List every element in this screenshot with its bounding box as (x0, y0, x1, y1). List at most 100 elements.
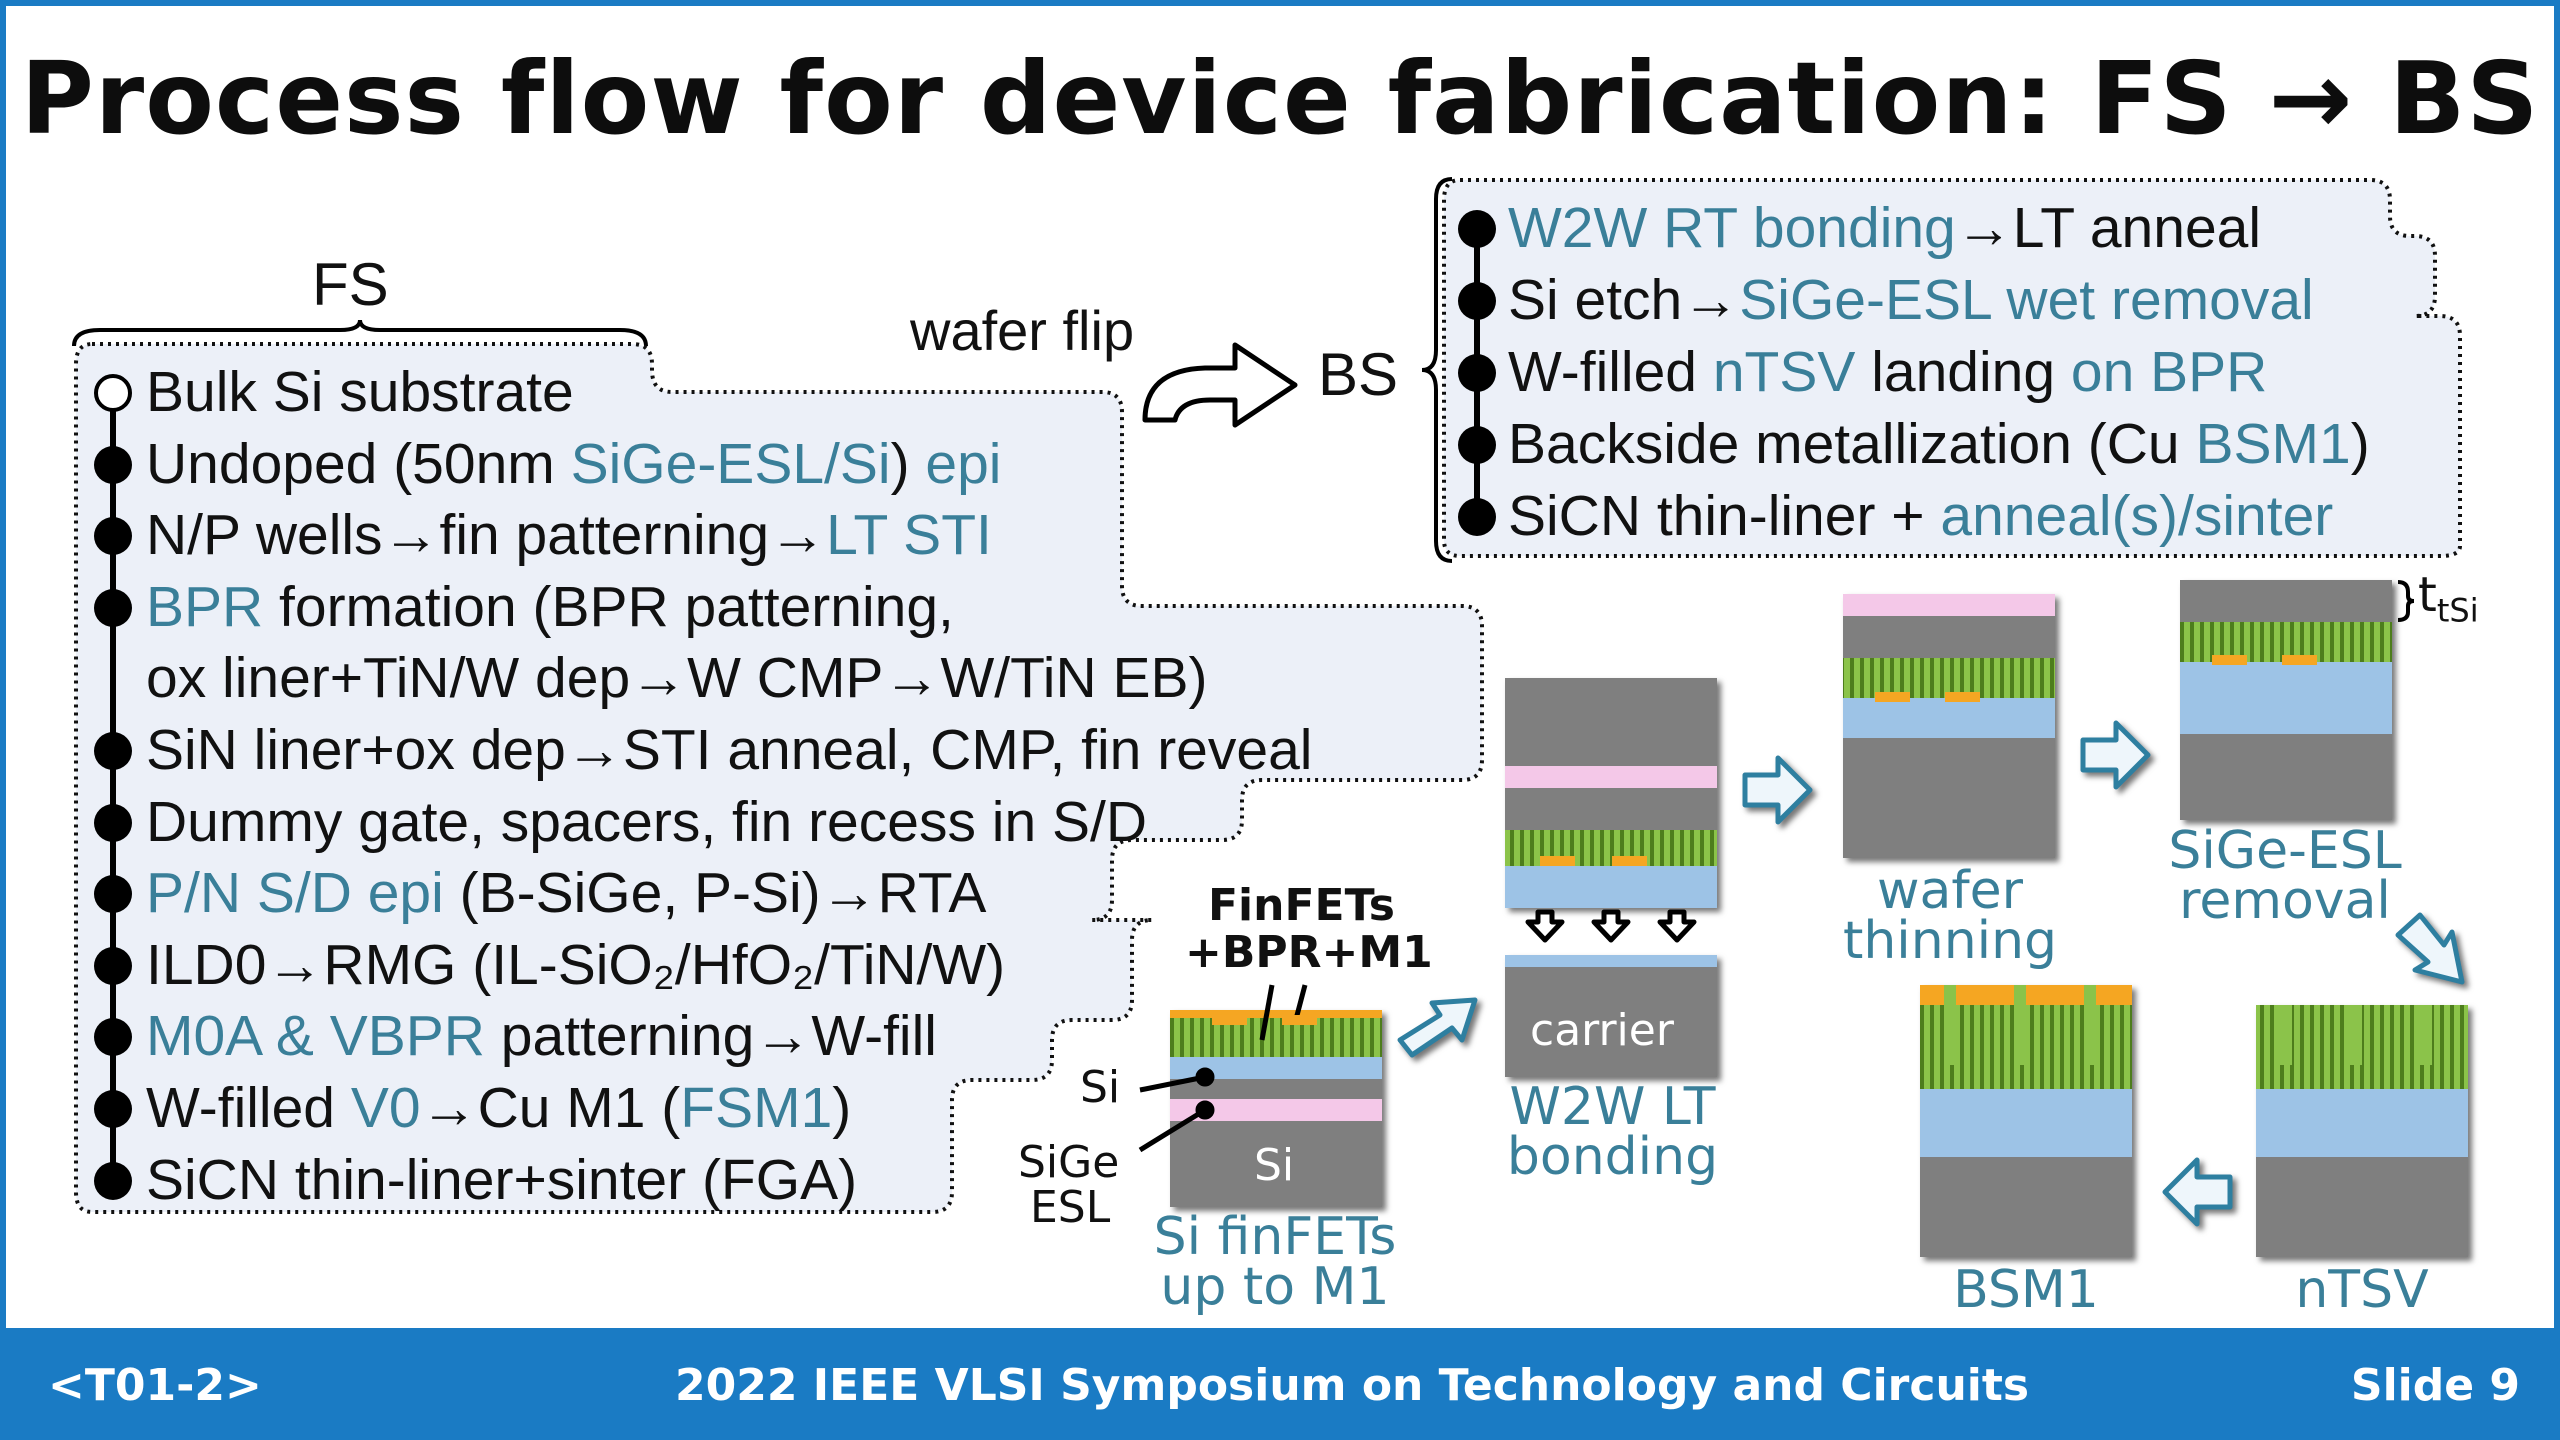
fs-bullet-icon (94, 1161, 132, 1200)
cu-pad (2212, 655, 2247, 665)
bs-step: Si etch→SiGe-ESL wet removal (1508, 270, 2314, 330)
fs-bullet-icon (94, 517, 132, 556)
slide-title: Process flow for device fabrication: FS … (20, 40, 2540, 157)
stack-ntsv (2256, 1005, 2468, 1257)
arrow-1-icon (1397, 997, 1478, 1058)
wafer-flip-label: wafer flip (910, 299, 1135, 362)
fs-step: SiN liner+ox dep→STI anneal, CMP, fin re… (146, 720, 1312, 780)
bs-step: W-filled nTSV landing on BPR (1508, 342, 2267, 402)
fs-step: Bulk Si substrate (146, 362, 574, 422)
bs-step-text: W2W RT bonding (1508, 196, 1956, 260)
bs-step-text: nTSV (1712, 340, 1856, 404)
fs-step-text: N/P wells→fin patterning→ (146, 503, 827, 568)
fs-step: ox liner+TiN/W dep→W CMP→W/TiN EB) (146, 648, 1207, 708)
down-arrow-icon (1657, 909, 1697, 943)
fs-bullet-icon (94, 946, 132, 985)
esl-pointer-label: ESL (1030, 1182, 1111, 1233)
cu-pad (1212, 1015, 1247, 1025)
fs-brace (72, 319, 648, 347)
bs-bullet-icon (1458, 282, 1496, 320)
fs-step-text: patterning→W-fill (484, 1004, 937, 1069)
bs-step-text: SiGe-ESL wet removal (1739, 268, 2314, 332)
caption-bsm1: BSM1 (1953, 1260, 2099, 1320)
fs-step-text: Undoped (50nm (146, 431, 571, 496)
cu-pad (1540, 856, 1575, 866)
bs-step-text: on BPR (2070, 340, 2268, 404)
stack-esl (2180, 580, 2392, 820)
fs-step-text: formation (BPR patterning, (263, 574, 954, 639)
fs-bullet-icon (94, 732, 132, 770)
fs-timeline (110, 395, 116, 1170)
cu-pad (2282, 655, 2317, 665)
fs-box (74, 342, 1484, 1214)
arrow-5-icon (2162, 1157, 2233, 1227)
caption-ntsv: nTSV (2295, 1260, 2429, 1320)
tsv-post (2350, 1005, 2362, 1065)
bs-bullet-icon (1458, 210, 1496, 248)
fs-step-text: SiGe-ESL/Si (570, 431, 891, 496)
fs-step-text: FSM1 (680, 1076, 833, 1140)
fs-step: P/N S/D epi (B-SiGe, P-Si)→RTA (146, 863, 986, 923)
bs-header: BS (1318, 341, 1399, 408)
fs-step-text: LT STI (826, 503, 992, 568)
bs-step-text: landing (1855, 340, 2071, 404)
cu-pad (1612, 856, 1647, 866)
bs-brace (1421, 177, 1453, 563)
ttsi-label: ttSi (2418, 567, 2479, 630)
fs-bullet-icon (94, 588, 132, 627)
bs-step-text: ) (2350, 412, 2370, 476)
fs-step: M0A & VBPR patterning→W-fill (146, 1006, 937, 1066)
tsv-post (2084, 985, 2096, 1065)
fs-step: BPR formation (BPR patterning, (146, 577, 954, 637)
cu-pad (1875, 692, 1910, 702)
fs-step-text: ox liner+TiN/W dep→W CMP→W/TiN EB) (146, 646, 1208, 711)
fs-step: SiCN thin-liner+sinter (FGA) (146, 1150, 857, 1210)
sige-pointer-label: SiGe (1018, 1137, 1120, 1188)
fs-step-text: Dummy gate, spacers, fin recess in S/D (146, 789, 1148, 854)
arrow-3-icon (2080, 720, 2151, 790)
bs-step-text: SiCN thin-liner + (1508, 484, 1941, 548)
footer-right: Slide 9 (2350, 1360, 2520, 1411)
down-arrow-icon (1591, 909, 1631, 943)
bs-step-text: anneal(s)/sinter (1940, 484, 2334, 548)
tsv-post (2420, 1005, 2432, 1065)
fs-bullet-icon (94, 445, 132, 484)
si-pointer-label: Si (1080, 1062, 1121, 1113)
bs-bullet-icon (1458, 498, 1496, 536)
cu-pad (1945, 692, 1980, 702)
footer-left: <T01-2> (48, 1360, 262, 1411)
fs-step-text: V0 (350, 1076, 421, 1140)
bs-step-text: BSM1 (2195, 412, 2351, 476)
fs-step-text: SiCN thin-liner+sinter (FGA) (146, 1147, 858, 1212)
finfets-bpr-label: +BPR+M1 (1185, 927, 1433, 978)
fs-bullet-icon (94, 1090, 132, 1128)
fs-header: FS (312, 251, 389, 318)
stack-bsm1 (1920, 985, 2132, 1257)
fs-step: Dummy gate, spacers, fin recess in S/D (146, 792, 1147, 852)
fs-bullet-icon (94, 803, 132, 842)
bs-step-text: →LT anneal (1955, 196, 2262, 260)
fs-bullet-icon (94, 374, 132, 412)
fs-step: N/P wells→fin patterning→LT STI (146, 505, 992, 565)
fs-step: ILD0→RMG (IL-SiO₂/HfO₂/TiN/W) (146, 935, 1005, 995)
fs-step-text: ILD0→RMG (IL-SiO₂/HfO₂/TiN/W) (146, 932, 1006, 997)
fs-step-text: BPR (146, 574, 264, 639)
bs-step: W2W RT bonding→LT anneal (1508, 198, 2261, 258)
bs-step-text: Si etch→ (1508, 268, 1740, 332)
bs-step: SiCN thin-liner + anneal(s)/sinter (1508, 486, 2333, 546)
stack-finfets (1170, 1010, 1382, 1207)
fs-step-text: SiN liner+ox dep→STI anneal, CMP, fin re… (146, 718, 1313, 782)
bs-step: Backside metallization (Cu BSM1) (1508, 414, 2370, 474)
fs-step-text: Bulk Si substrate (146, 360, 574, 424)
footer-bar: <T01-2> 2022 IEEE VLSI Symposium on Tech… (0, 1328, 2560, 1440)
tsv-post (1944, 985, 1956, 1065)
fs-step-text: P/N S/D epi (146, 861, 444, 926)
fs-step: W-filled V0→Cu M1 (FSM1) (146, 1078, 851, 1138)
stack-thinning (1843, 594, 2055, 858)
carrier-block-label: carrier (1530, 1005, 1674, 1056)
arrow-4-icon (2395, 912, 2465, 985)
